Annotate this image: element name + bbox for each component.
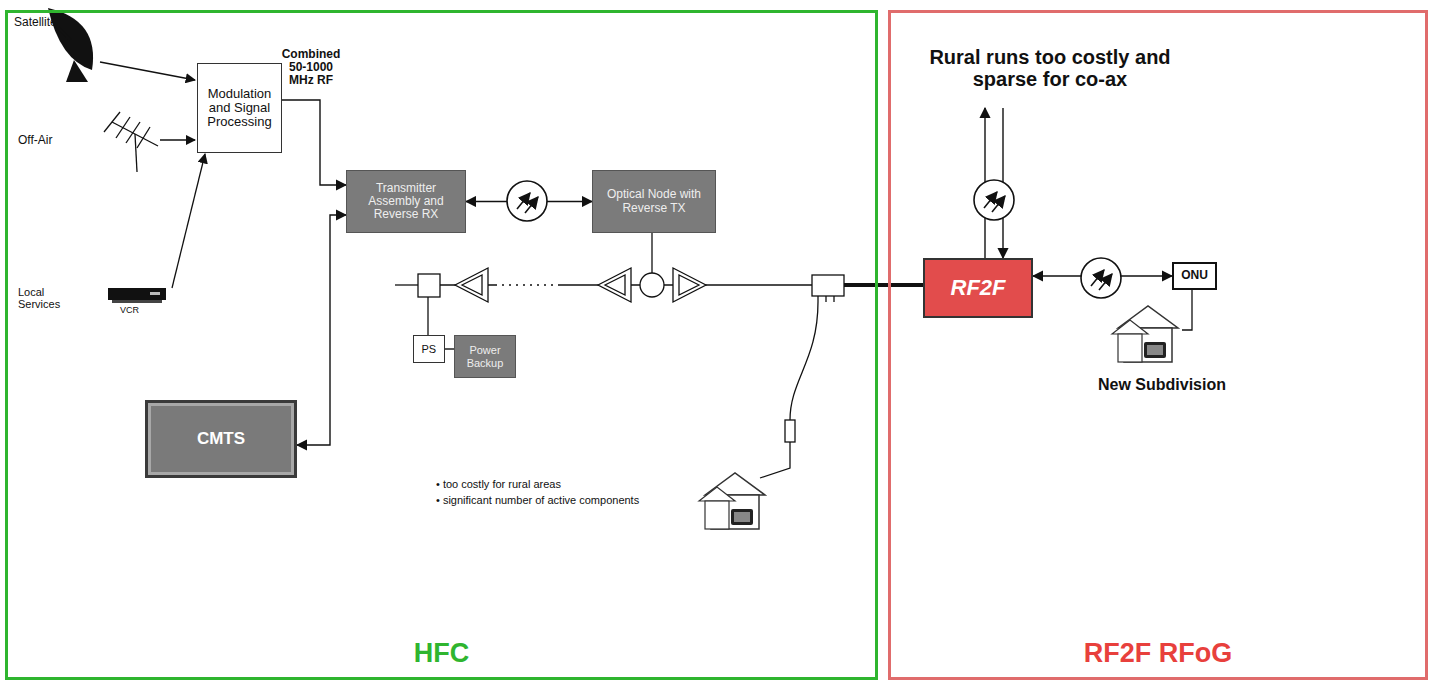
text-label: • too costly for rural areas [436, 478, 736, 490]
connector [297, 215, 346, 445]
region-panel: RF2F RFoG RF2F ONU [888, 10, 1428, 680]
power-supply-box: PS [413, 335, 445, 363]
process-box: Optical Node with Reverse TX [592, 170, 716, 233]
region-panel: HFC Modulation and Signal ProcessingTrans… [5, 10, 878, 680]
text-label: Local Services [18, 286, 70, 310]
onu-box: ONU [1172, 262, 1217, 290]
converter-box: RF2F [923, 258, 1033, 318]
signal-arrow [100, 62, 195, 80]
connector [445, 348, 454, 349]
house [699, 473, 765, 529]
antenna [104, 112, 158, 172]
node-text: ONU [1177, 269, 1212, 282]
fiber-symbol [507, 181, 547, 221]
text-label: Rural runs too costly and sparse for co-… [905, 46, 1195, 90]
house [1112, 306, 1178, 362]
process-box: Power Backup [454, 335, 516, 378]
vcr [108, 288, 166, 303]
coax-line [651, 233, 652, 273]
node-text: CMTS [193, 430, 249, 449]
signal-arrow [172, 154, 205, 288]
fiber-symbol [974, 180, 1014, 220]
coax-drop [844, 283, 923, 287]
drop-line [1182, 287, 1192, 330]
text-label: Combined 50-1000 MHz RF [280, 48, 342, 88]
region-title: RF2F RFoG [891, 639, 1425, 669]
text-label: New Subdivision [1062, 376, 1262, 394]
region-title: HFC [8, 639, 875, 669]
node-text: RF2F [947, 276, 1010, 300]
process-box: Transmitter Assembly and Reverse RX [346, 170, 466, 233]
node-text: Optical Node with Reverse TX [596, 188, 712, 214]
text-label: VCR [120, 306, 160, 316]
process-box: Modulation and Signal Processing [197, 63, 282, 153]
node-text: PS [417, 343, 440, 355]
node-text: Transmitter Assembly and Reverse RX [350, 182, 462, 222]
text-label: • significant number of active component… [436, 494, 736, 506]
text-label: Off-Air [18, 134, 78, 147]
equipment-box: CMTS [145, 400, 297, 478]
connector [282, 100, 346, 185]
node-text: Power Backup [458, 344, 512, 368]
text-label: Satellite [14, 16, 74, 29]
signal-arrow [160, 139, 195, 140]
coax-trunk [395, 268, 844, 335]
house-drop [760, 302, 818, 478]
node-text: Modulation and Signal Processing [202, 87, 278, 130]
fiber-symbol [1081, 258, 1121, 298]
